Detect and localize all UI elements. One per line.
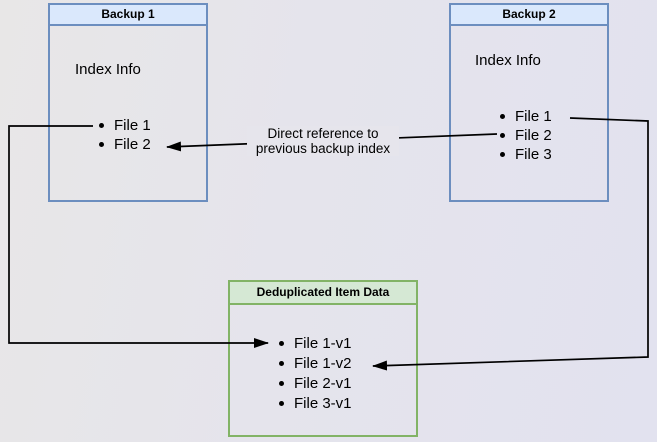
backup1-title: Backup 1 — [50, 5, 206, 26]
dedup-file-list: File 1-v1 File 1-v2 File 2-v1 File 3-v1 — [279, 334, 352, 414]
backup1-subtitle: Index Info — [75, 61, 141, 78]
list-item: File 3 — [500, 145, 552, 164]
backup2-title: Backup 2 — [451, 5, 607, 26]
list-item: File 1 — [99, 116, 151, 135]
edge-label-line2: previous backup index — [255, 141, 391, 156]
list-item: File 2-v1 — [279, 374, 352, 394]
edge-label-line1: Direct reference to — [267, 126, 379, 141]
backup1-file-list: File 1 File 2 — [99, 116, 151, 154]
backup2-subtitle: Index Info — [475, 52, 541, 69]
backup2-file-list: File 1 File 2 File 3 — [500, 107, 552, 164]
list-item: File 2 — [500, 126, 552, 145]
list-item: File 1 — [500, 107, 552, 126]
backup1-box: Backup 1 Index Info File 1 File 2 — [48, 3, 208, 202]
list-item: File 1-v1 — [279, 334, 352, 354]
backup2-box: Backup 2 Index Info File 1 File 2 File 3 — [449, 3, 609, 202]
list-item: File 2 — [99, 135, 151, 154]
dedup-title: Deduplicated Item Data — [230, 282, 416, 305]
list-item: File 1-v2 — [279, 354, 352, 374]
list-item: File 3-v1 — [279, 394, 352, 414]
deduplicated-item-data-box: Deduplicated Item Data File 1-v1 File 1-… — [228, 280, 418, 437]
edge-label: Direct reference to previous backup inde… — [247, 126, 399, 156]
